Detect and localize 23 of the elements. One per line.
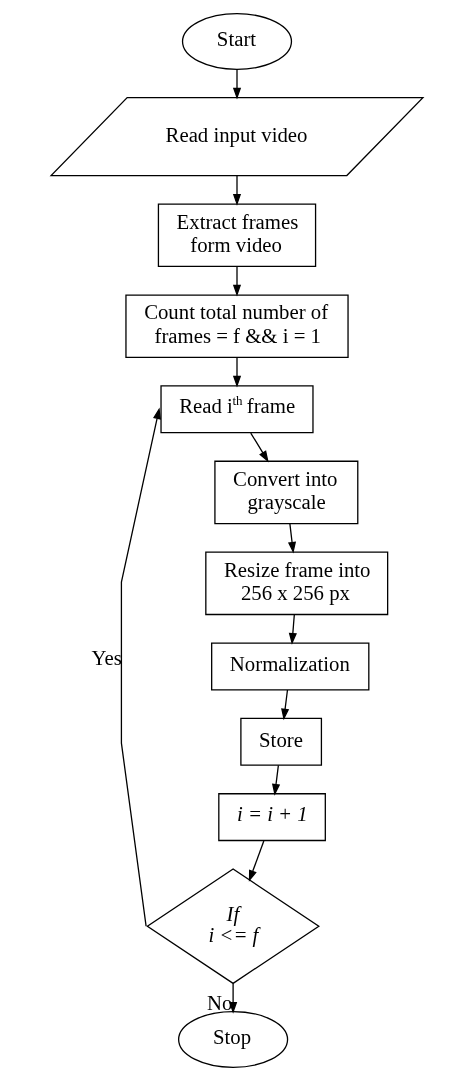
edge-label: Yes	[91, 645, 122, 669]
arrow	[232, 265, 242, 297]
arrow	[281, 689, 290, 721]
node-box: Extract frames form video	[157, 203, 317, 268]
arrow	[287, 523, 297, 554]
node-box: Count total number of frames = f && i = 1	[125, 294, 349, 359]
node-box: Normalization	[211, 642, 370, 691]
arrow	[232, 175, 242, 206]
arrow	[250, 432, 269, 463]
edge-label: No	[207, 990, 233, 1014]
arrow	[232, 68, 242, 100]
node-box: i = i + 1	[218, 793, 326, 842]
arrow	[120, 407, 161, 927]
node-box: Store	[240, 717, 323, 766]
arrow	[248, 840, 265, 882]
arrow	[271, 764, 281, 796]
node-ellipse: Stop	[178, 1011, 289, 1068]
arrow	[232, 356, 242, 388]
arrow	[288, 614, 297, 645]
node-ellipse: Start	[181, 13, 293, 70]
node-box: Read i$^{th}$ frame	[160, 385, 314, 434]
node-box: Resize frame into 256 x 256 px	[205, 551, 389, 616]
node-box: Convert into grayscale	[214, 460, 359, 525]
